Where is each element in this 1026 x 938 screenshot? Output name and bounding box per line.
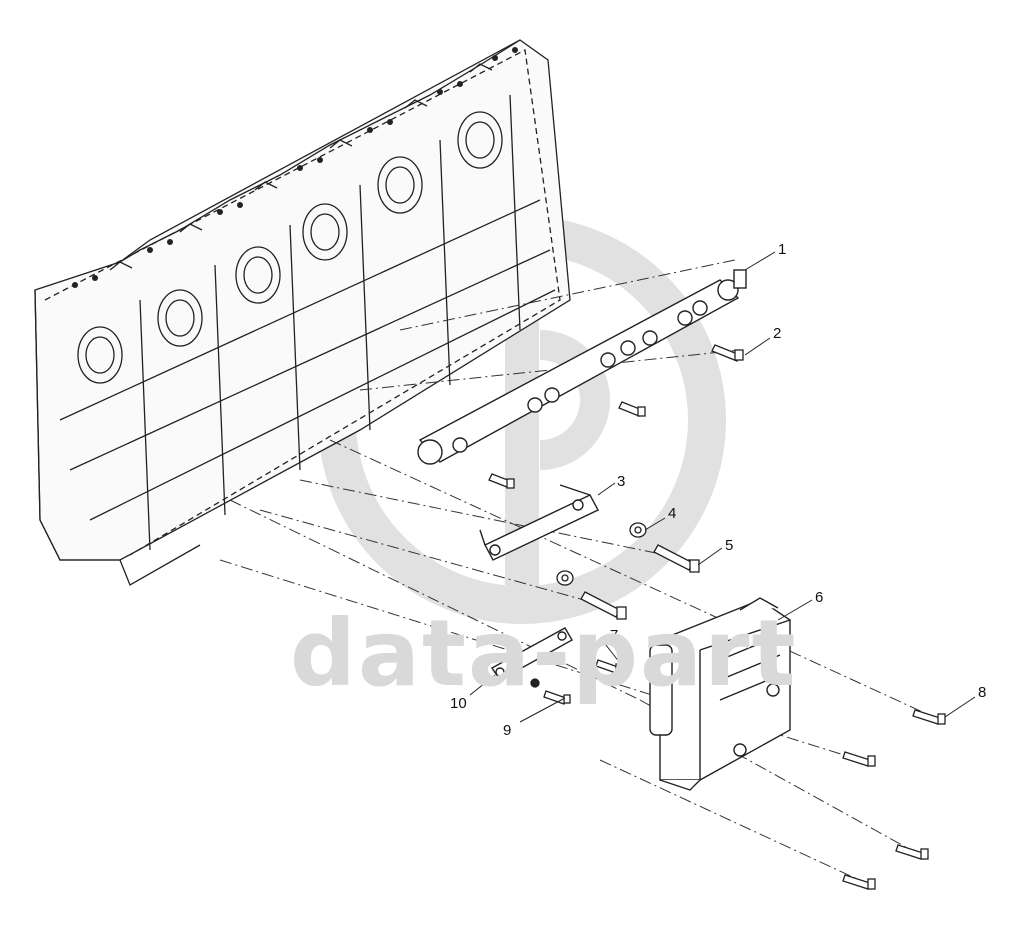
- callout-numbers: 1 2 3 4 5 6 7 8 9 10: [450, 241, 986, 739]
- callout-10: 10: [450, 695, 467, 712]
- callout-7: 7: [610, 627, 618, 644]
- watermark-text: data-part: [290, 600, 798, 707]
- washers: [530, 522, 647, 688]
- bolts: [488, 344, 946, 890]
- callout-2: 2: [773, 325, 781, 342]
- callout-6: 6: [815, 589, 823, 606]
- engine-block: [34, 39, 571, 586]
- fuel-rail: [417, 269, 747, 465]
- ecu-module: [649, 597, 791, 791]
- bracket-part-10: [490, 627, 573, 681]
- callout-5: 5: [725, 537, 733, 554]
- callout-4: 4: [668, 505, 676, 522]
- callout-9: 9: [503, 722, 511, 739]
- callout-8: 8: [978, 684, 986, 701]
- bracket-part-3: [479, 484, 599, 561]
- callout-3: 3: [617, 473, 625, 490]
- callout-leaders: [469, 251, 976, 723]
- callout-1: 1: [778, 241, 786, 258]
